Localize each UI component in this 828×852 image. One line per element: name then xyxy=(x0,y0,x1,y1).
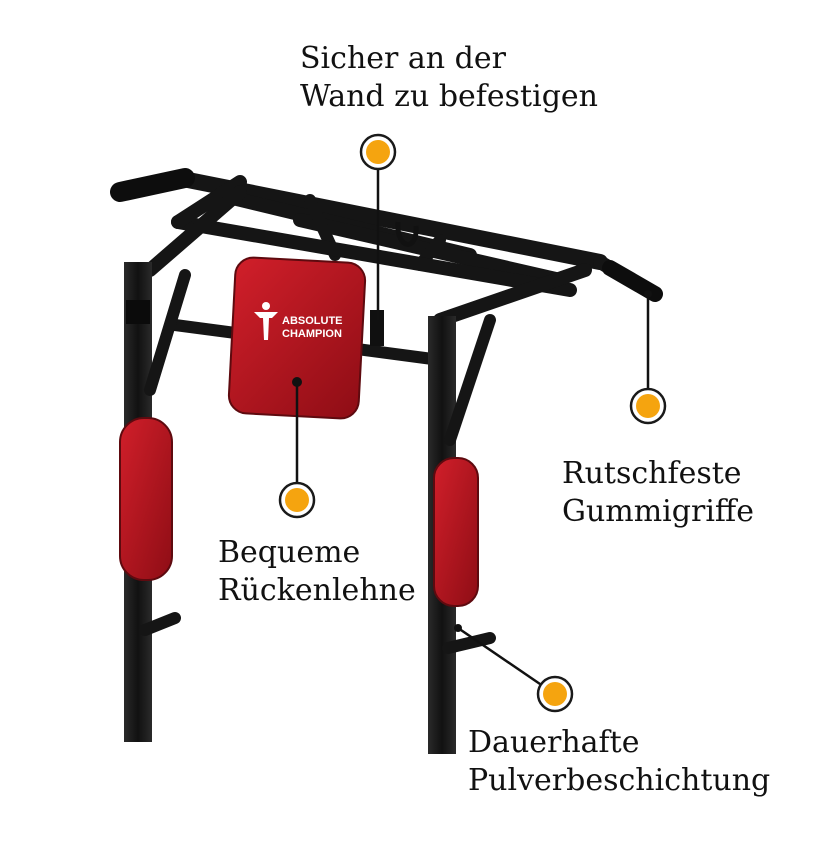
hanging-loop xyxy=(395,221,419,247)
callout-lines xyxy=(295,168,650,686)
logo-line-1: ABSOLUTE xyxy=(282,315,343,327)
top-frame xyxy=(143,170,657,366)
logo-line-2: CHAMPION xyxy=(282,328,342,340)
callout-grips: Rutschfeste Gummigriffe xyxy=(562,455,754,531)
left-elbow-pad xyxy=(119,417,173,581)
callout-backrest: Bequeme Rückenlehne xyxy=(218,534,416,610)
callout-markers xyxy=(278,133,667,713)
marker-coating xyxy=(536,675,574,713)
backrest-pad: ABSOLUTE CHAMPION xyxy=(227,256,367,420)
marker-grips xyxy=(629,387,667,425)
callout-coating-line2: Pulverbeschichtung xyxy=(468,763,771,798)
right-grip xyxy=(602,260,663,302)
callout-wall-mount-line1: Sicher an der xyxy=(300,41,506,76)
wall-bracket xyxy=(370,310,384,346)
callout-coating-line1: Dauerhafte xyxy=(468,725,640,760)
marker-backrest xyxy=(278,481,316,519)
callout-backrest-line1: Bequeme xyxy=(218,535,361,570)
left-grip xyxy=(110,168,195,202)
callout-grips-line2: Gummigriffe xyxy=(562,494,754,529)
callout-backrest-line2: Rückenlehne xyxy=(218,573,416,608)
callout-wall-mount: Sicher an der Wand zu befestigen xyxy=(300,40,598,116)
callout-coating: Dauerhafte Pulverbeschichtung xyxy=(468,724,770,800)
grip-bars xyxy=(110,168,663,302)
callout-wall-mount-line2: Wand zu befestigen xyxy=(300,79,598,114)
marker-wall xyxy=(359,133,397,171)
callout-grips-line1: Rutschfeste xyxy=(562,456,742,491)
logo: ABSOLUTE CHAMPION xyxy=(254,302,343,340)
right-elbow-pad xyxy=(433,457,479,607)
